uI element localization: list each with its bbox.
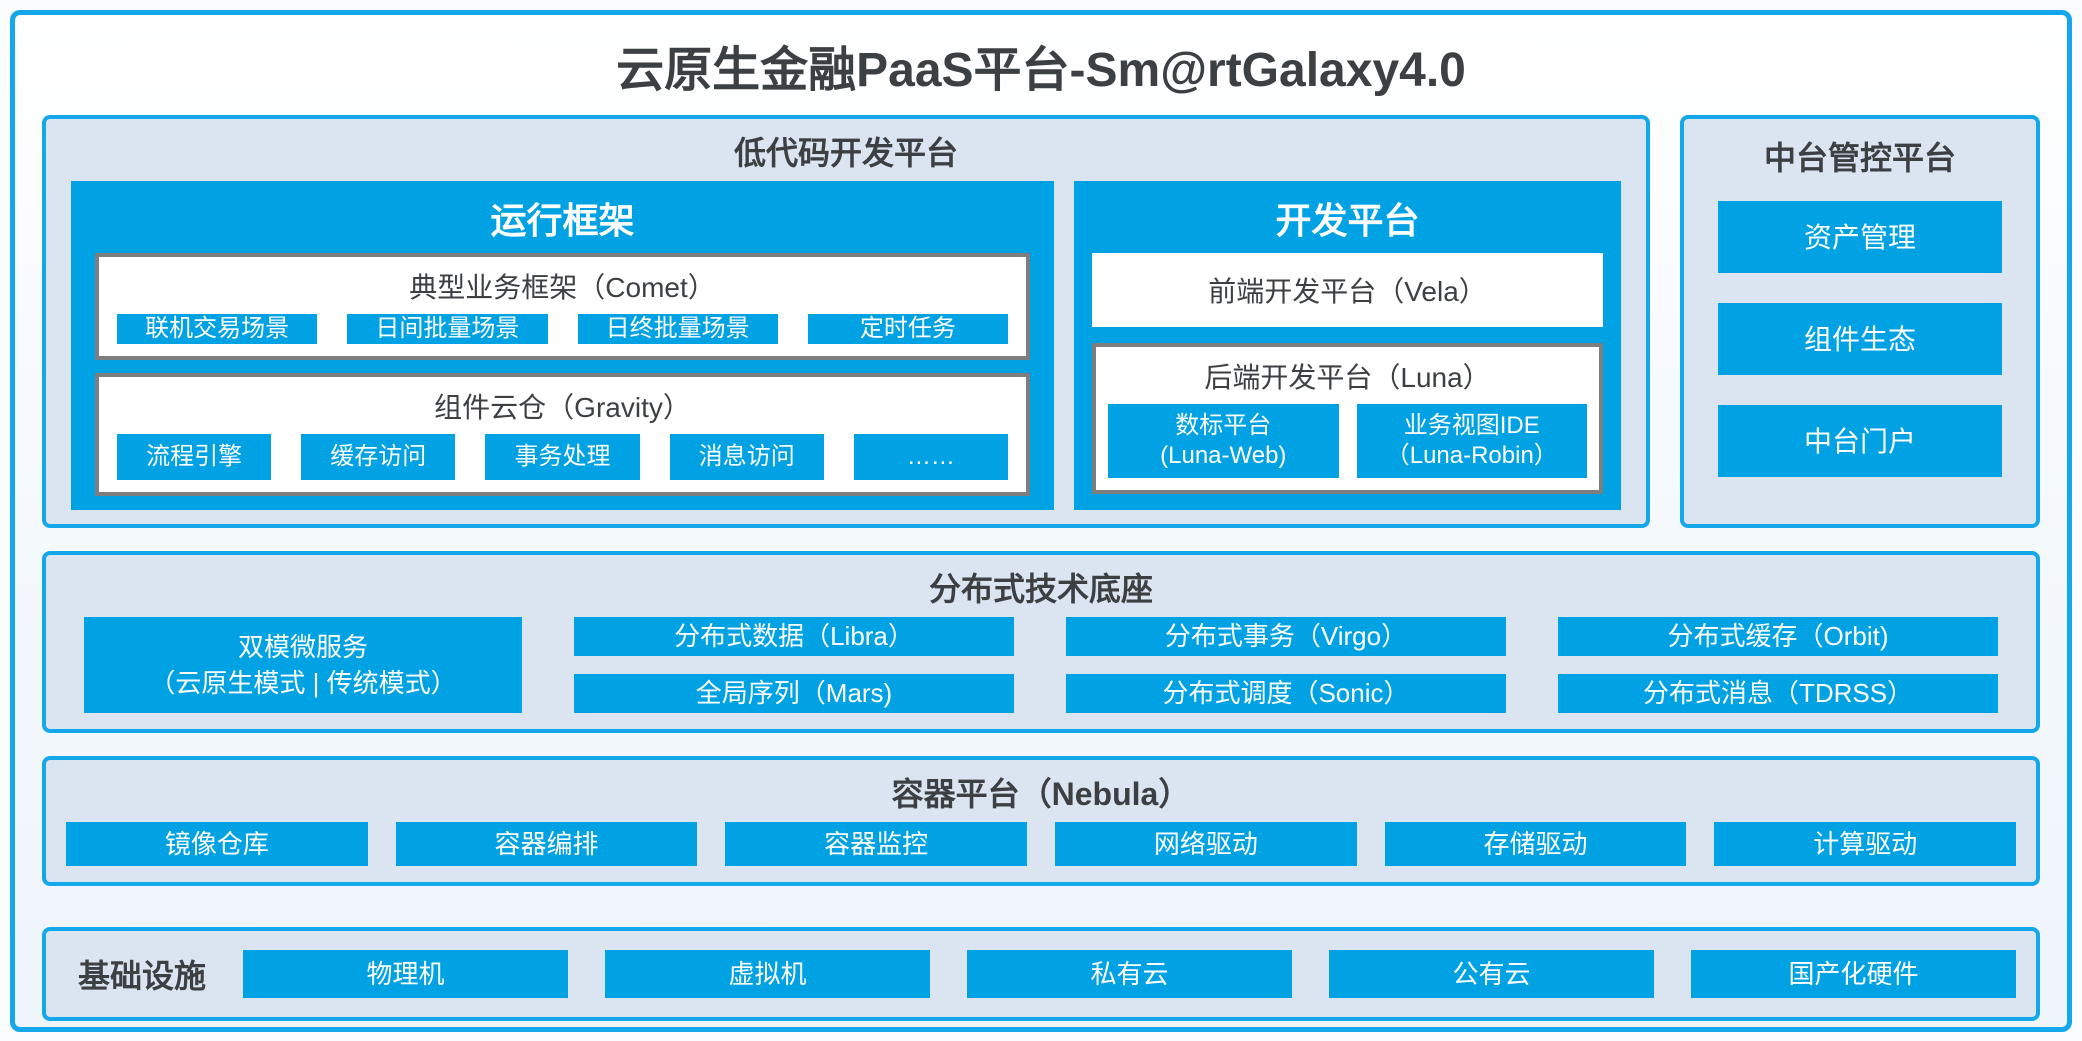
block-luna-robin: 业务视图IDE （Luna-Robin） [1356, 404, 1588, 478]
comet-items: 联机交易场景 日间批量场景 日终批量场景 定时任务 [117, 314, 1009, 345]
block-dual-mode-microservices: 双模微服务 （云原生模式 | 传统模式） [84, 617, 522, 713]
row-top: 低代码开发平台 运行框架 典型业务框架（Comet） 联机交易场景 日间批量场景… [42, 115, 2040, 528]
midplatform-section: 中台管控平台 资产管理 组件生态 中台门户 [1680, 115, 2040, 528]
dev-platform-title: 开发平台 [1275, 200, 1420, 241]
luna-backend-box: 后端开发平台（Luna） 数标平台 (Luna-Web) 业务视图IDE （Lu… [1092, 343, 1603, 494]
diagram-frame: 云原生金融PaaS平台-Sm@rtGalaxy4.0 低代码开发平台 运行框架 … [10, 10, 2072, 1032]
gravity-title: 组件云仓（Gravity） [434, 392, 691, 424]
block-midplatform-portal: 中台门户 [1718, 405, 2002, 477]
block-domestic-hardware: 国产化硬件 [1691, 950, 2017, 998]
container-platform-title: 容器平台（Nebula） [891, 776, 1191, 812]
block-luna-web: 数标平台 (Luna-Web) [1108, 404, 1339, 478]
midplatform-title: 中台管控平台 [1763, 140, 1956, 176]
block-physical-machine: 物理机 [243, 950, 569, 998]
block-private-cloud: 私有云 [967, 950, 1293, 998]
block-distributed-data-libra: 分布式数据（Libra） [574, 617, 1014, 656]
block-public-cloud: 公有云 [1329, 950, 1655, 998]
block-network-driver: 网络驱动 [1055, 822, 1357, 866]
block-global-sequence-mars: 全局序列（Mars) [574, 674, 1014, 713]
page-title: 云原生金融PaaS平台-Sm@rtGalaxy4.0 [616, 44, 1466, 97]
lowcode-platform-section: 低代码开发平台 运行框架 典型业务框架（Comet） 联机交易场景 日间批量场景… [42, 115, 1650, 528]
block-distributed-scheduling-sonic: 分布式调度（Sonic） [1066, 674, 1506, 713]
luna-title: 后端开发平台（Luna） [1204, 362, 1491, 393]
diagram-content: 低代码开发平台 运行框架 典型业务框架（Comet） 联机交易场景 日间批量场景… [15, 115, 2067, 1021]
block-compute-driver: 计算驱动 [1714, 822, 2017, 866]
distributed-base-section: 分布式技术底座 双模微服务 （云原生模式 | 传统模式） 分布式数据（Libra… [42, 551, 2040, 733]
block-ellipsis: …… [853, 434, 1009, 480]
block-eod-batch: 日终批量场景 [577, 314, 778, 345]
dev-platform-panel: 开发平台 前端开发平台（Vela） 后端开发平台（Luna） 数标平台 (Lun… [1074, 181, 1621, 510]
distributed-col-3: 分布式缓存（Orbit) 分布式消息（TDRSS） [1558, 617, 1998, 713]
block-cache-access: 缓存访问 [301, 434, 456, 480]
distributed-base-title: 分布式技术底座 [928, 571, 1153, 607]
block-virtual-machine: 虚拟机 [605, 950, 931, 998]
block-image-registry: 镜像仓库 [66, 822, 368, 866]
distributed-col-2: 分布式事务（Virgo） 分布式调度（Sonic） [1066, 617, 1506, 713]
distributed-body: 双模微服务 （云原生模式 | 传统模式） 分布式数据（Libra） 全局序列（M… [84, 617, 1998, 713]
block-scheduled-tasks: 定时任务 [807, 314, 1009, 345]
infrastructure-title: 基础设施 [78, 958, 207, 994]
luna-items: 数标平台 (Luna-Web) 业务视图IDE （Luna-Robin） [1108, 404, 1588, 478]
block-container-monitoring: 容器监控 [725, 822, 1028, 866]
block-distributed-cache-orbit: 分布式缓存（Orbit) [1558, 617, 1998, 656]
block-component-ecosystem: 组件生态 [1718, 303, 2002, 375]
comet-framework-box: 典型业务框架（Comet） 联机交易场景 日间批量场景 日终批量场景 定时任务 [95, 253, 1031, 361]
block-process-engine: 流程引擎 [117, 434, 272, 480]
block-container-orchestration: 容器编排 [395, 822, 698, 866]
block-message-access: 消息访问 [669, 434, 824, 480]
luna-web-name: 数标平台 [1175, 412, 1272, 439]
luna-web-sub: (Luna-Web) [1160, 442, 1287, 469]
block-storage-driver: 存储驱动 [1384, 822, 1687, 866]
vela-frontend-box: 前端开发平台（Vela） [1092, 253, 1603, 327]
dual-mode-line1: 双模微服务 [237, 631, 368, 662]
container-platform-items: 镜像仓库 容器编排 容器监控 网络驱动 存储驱动 计算驱动 [66, 822, 2017, 866]
block-distributed-message-tdrss: 分布式消息（TDRSS） [1558, 674, 1998, 713]
luna-robin-sub: （Luna-Robin） [1385, 442, 1558, 469]
container-platform-section: 容器平台（Nebula） 镜像仓库 容器编排 容器监控 网络驱动 存储驱动 计算… [42, 756, 2040, 886]
block-asset-management: 资产管理 [1718, 201, 2002, 273]
runtime-framework-title: 运行框架 [490, 200, 635, 241]
lowcode-platform-title: 低代码开发平台 [733, 135, 958, 171]
comet-title: 典型业务框架（Comet） [409, 272, 716, 303]
block-distributed-transaction-virgo: 分布式事务（Virgo） [1066, 617, 1506, 656]
block-intraday-batch: 日间批量场景 [347, 314, 548, 345]
gravity-items: 流程引擎 缓存访问 事务处理 消息访问 …… [117, 434, 1009, 480]
infrastructure-section: 基础设施 物理机 虚拟机 私有云 公有云 国产化硬件 [42, 927, 2040, 1021]
block-transaction-processing: 事务处理 [485, 434, 640, 480]
dual-mode-line2: （云原生模式 | 传统模式） [149, 668, 457, 698]
block-online-trading: 联机交易场景 [117, 314, 318, 345]
runtime-framework-panel: 运行框架 典型业务框架（Comet） 联机交易场景 日间批量场景 日终批量场景 … [71, 181, 1055, 510]
gravity-warehouse-box: 组件云仓（Gravity） 流程引擎 缓存访问 事务处理 消息访问 …… [95, 373, 1031, 496]
distributed-col-1: 分布式数据（Libra） 全局序列（Mars) [574, 617, 1014, 713]
luna-robin-name: 业务视图IDE [1403, 412, 1540, 439]
lowcode-body: 运行框架 典型业务框架（Comet） 联机交易场景 日间批量场景 日终批量场景 … [46, 181, 1646, 524]
